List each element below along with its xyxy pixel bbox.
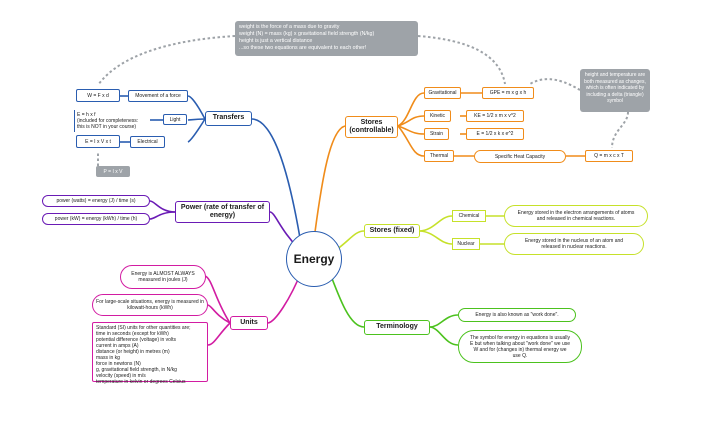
units-si-list[interactable]: Standard (SI) units for other quantities… [92, 322, 208, 385]
strain-equation[interactable]: E = 1/2 x k x e^2 [466, 128, 524, 140]
strain-node[interactable]: Strain [424, 128, 449, 140]
weight-note: weight is the force of a mass due to gra… [235, 21, 418, 56]
kinetic-node[interactable]: Kinetic [424, 110, 451, 122]
energy-symbol-term[interactable]: The symbol for energy in equations is us… [458, 330, 582, 363]
topic-power[interactable]: Power (rate of transfer of energy) [175, 201, 270, 223]
energy-electrical-equation[interactable]: E = I x V x t [76, 135, 120, 148]
chemical-description[interactable]: Energy stored in the electron arrangemen… [504, 205, 648, 227]
central-topic-energy[interactable]: Energy [286, 231, 342, 287]
topic-stores-controllable[interactable]: Stores (controllable) [345, 116, 398, 138]
topic-transfers[interactable]: Transfers [205, 111, 252, 126]
work-done-term[interactable]: Energy is also known as "work done". [458, 308, 576, 322]
thermal-equation[interactable]: Q = m x c x T [585, 150, 633, 162]
power-equation-kw[interactable]: power (kW) = energy (kWh) / time (h) [42, 213, 150, 225]
light-note: E = h x f (included for completeness: th… [74, 110, 150, 132]
movement-of-force-node[interactable]: Movement of a force [128, 90, 188, 102]
topic-units[interactable]: Units [230, 316, 268, 330]
gpe-equation[interactable]: GPE = m x g x h [482, 87, 534, 99]
work-equation[interactable]: W = F x d [76, 89, 120, 102]
topic-stores-fixed[interactable]: Stores (fixed) [364, 224, 420, 238]
ke-equation[interactable]: KE = 1/2 x m x v^2 [466, 110, 524, 122]
power-equation-watts[interactable]: power (watts) = energy (J) / time (s) [42, 195, 150, 207]
light-node[interactable]: Light [163, 114, 187, 125]
thermal-node[interactable]: Thermal [424, 150, 454, 162]
chemical-node[interactable]: Chemical [452, 210, 486, 222]
gravitational-node[interactable]: Gravitational [424, 87, 461, 99]
nuclear-description[interactable]: Energy stored in the nucleus of an atom … [504, 233, 644, 255]
topic-terminology[interactable]: Terminology [364, 320, 430, 335]
units-kwh-node[interactable]: For large-scale situations, energy is me… [92, 294, 208, 316]
power-electrical-equation: P = I x V [96, 166, 130, 177]
delta-note: height and temperature are both measured… [580, 69, 650, 112]
electrical-node[interactable]: Electrical [130, 136, 165, 148]
specific-heat-capacity-node[interactable]: Specific Heat Capacity [474, 150, 566, 163]
nuclear-node[interactable]: Nuclear [452, 238, 480, 250]
central-topic-label: Energy [293, 251, 335, 266]
units-joules-node[interactable]: Energy is ALMOST ALWAYS measured in joul… [120, 265, 206, 289]
